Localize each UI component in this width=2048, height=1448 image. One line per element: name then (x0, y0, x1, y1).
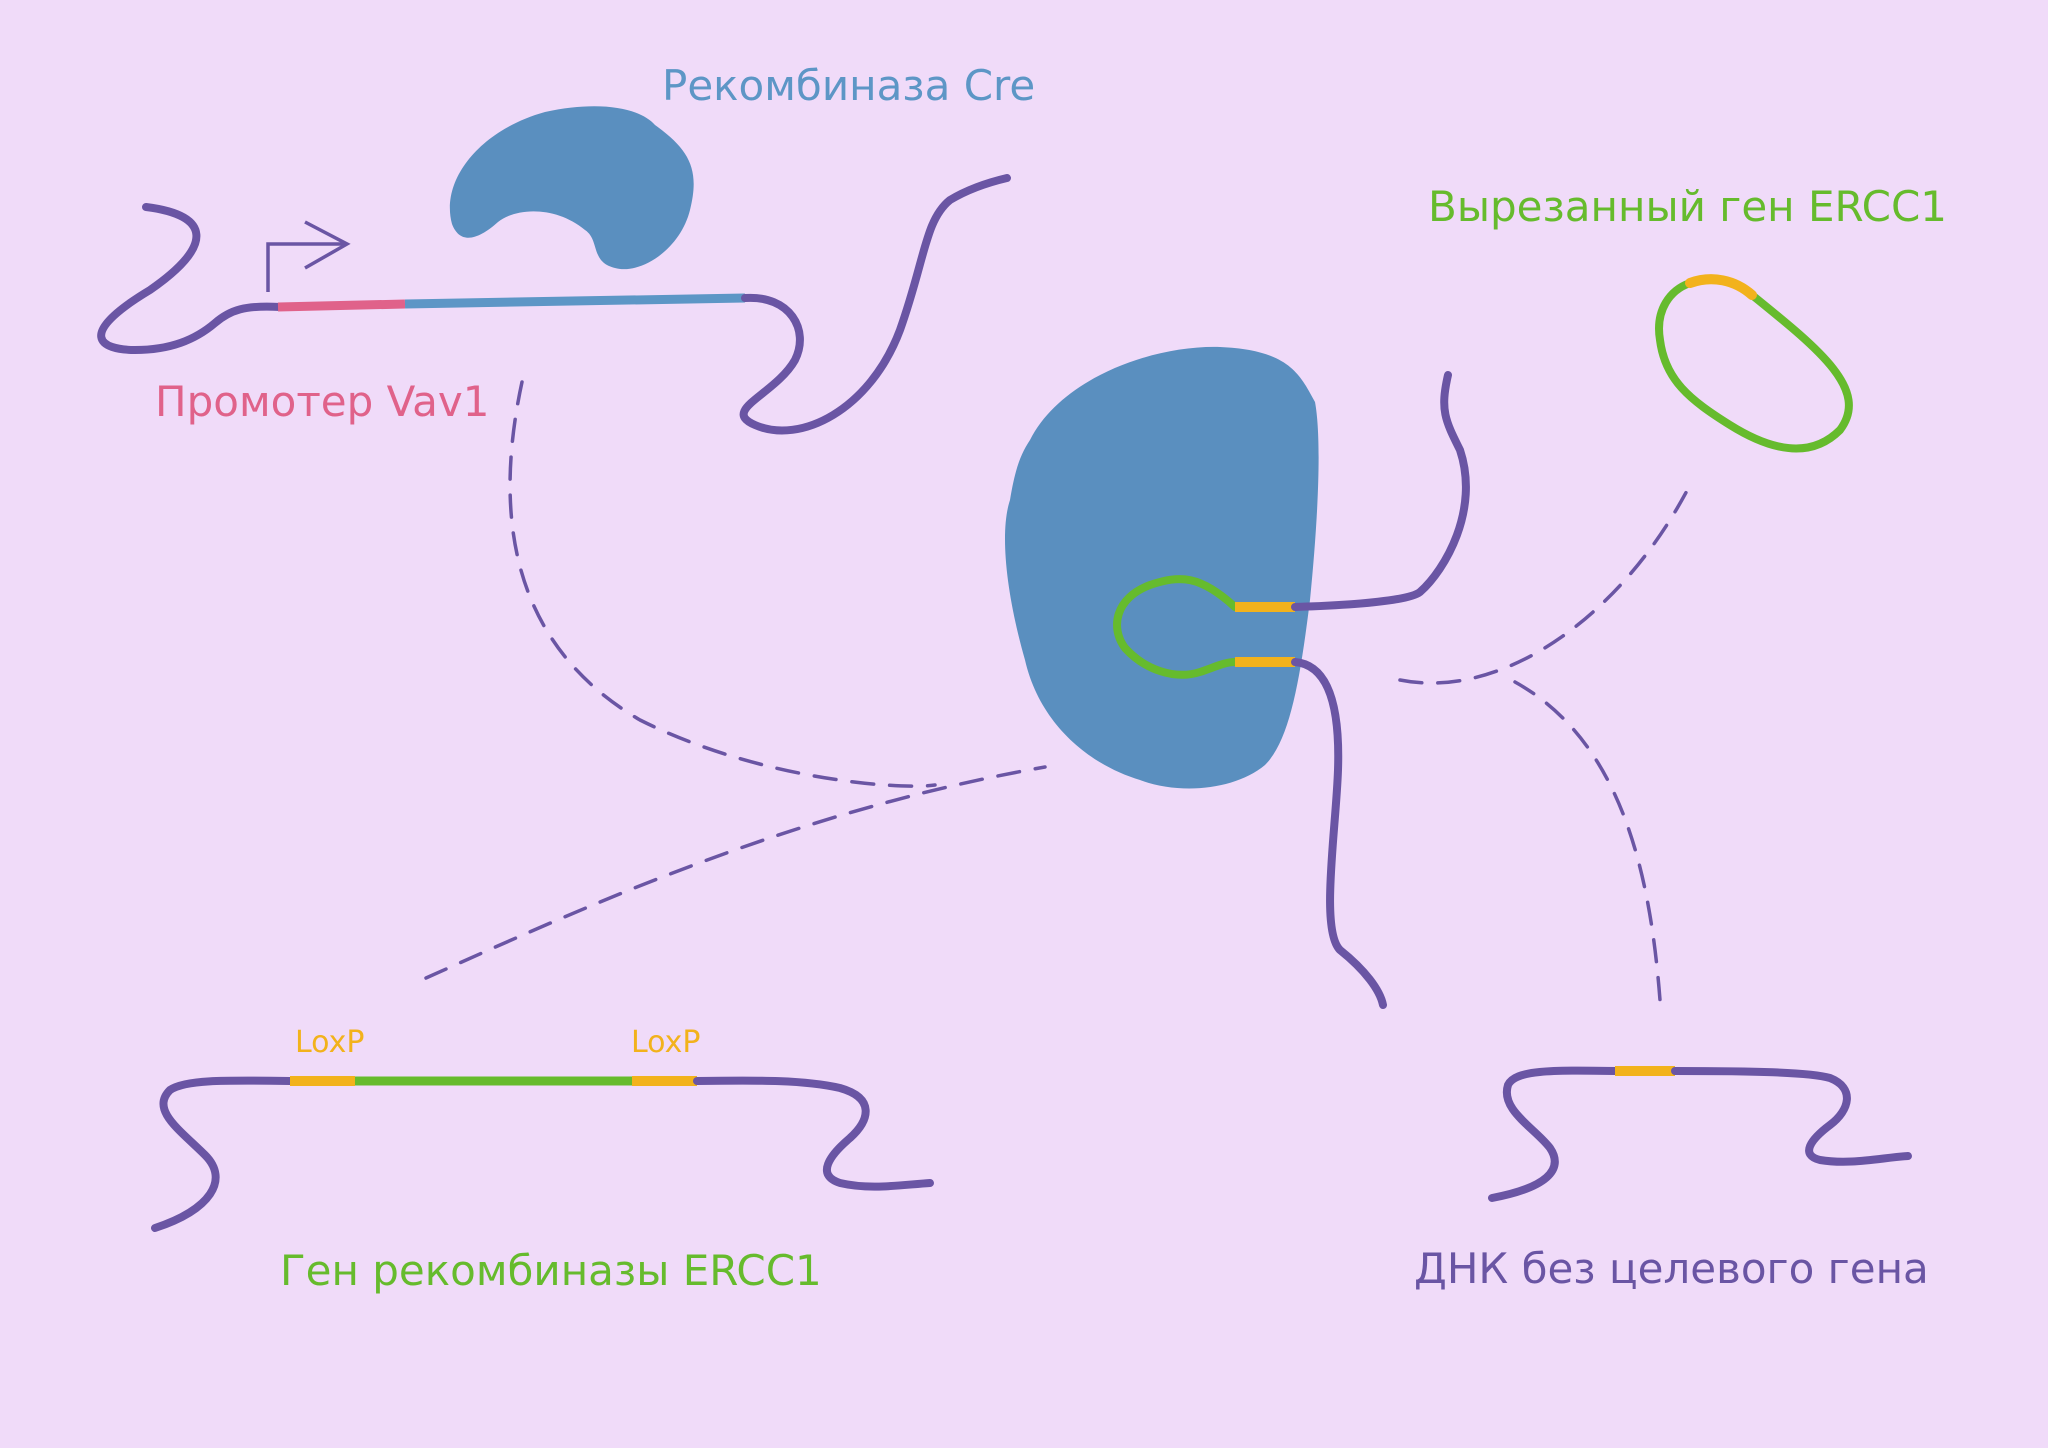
floxed-gene-right-tail (693, 1076, 934, 1191)
cre-protein-large (1005, 346, 1319, 789)
label-loxp-left: LoxP (295, 1025, 364, 1060)
dashed-path-complex-to-excised (1398, 483, 1692, 685)
transcription-start-arrow-icon (266, 220, 351, 292)
dashed-connectors (424, 380, 1692, 1002)
cre-construct (97, 174, 1011, 435)
label-excised-gene: Вырезанный ген ERCC1 (1428, 182, 1947, 231)
label-recombinase-gene: Ген рекомбиназы ERCC1 (280, 1246, 822, 1295)
label-dna-without-target: ДНК без целевого гена (1414, 1244, 1929, 1293)
dashed-path-gene-to-complex (424, 765, 1047, 980)
dna-without-target (1488, 1066, 1912, 1202)
construct-left-tail (97, 203, 284, 355)
dashed-path-construct-to-complex (508, 380, 937, 788)
complex-strand-upper (1291, 371, 1470, 611)
excised-loxp-site (1685, 274, 1757, 300)
cre-loxp-complex (1005, 346, 1470, 1009)
complex-strand-lower (1291, 658, 1387, 1009)
promoter-segment (277, 299, 406, 312)
floxed-ercc1-gene (151, 1076, 934, 1232)
label-promoter: Промотер Vav1 (155, 377, 489, 426)
excised-ercc1-loop (1655, 279, 1853, 453)
dna-left-tail (1488, 1066, 1619, 1202)
ercc1-loop-in-complex (1113, 575, 1239, 679)
dna-right-tail (1671, 1067, 1912, 1166)
cre-gene-segment (404, 293, 746, 309)
excised-ercc1-circle (1655, 274, 1853, 453)
cre-protein-small (449, 106, 694, 270)
label-cre-recombinase: Рекомбиназа Cre (662, 61, 1035, 110)
dashed-path-to-dna-without-target (1513, 680, 1662, 1002)
construct-right-tail (739, 174, 1011, 435)
floxed-gene-left-tail (151, 1076, 294, 1232)
label-loxp-right: LoxP (631, 1025, 700, 1060)
